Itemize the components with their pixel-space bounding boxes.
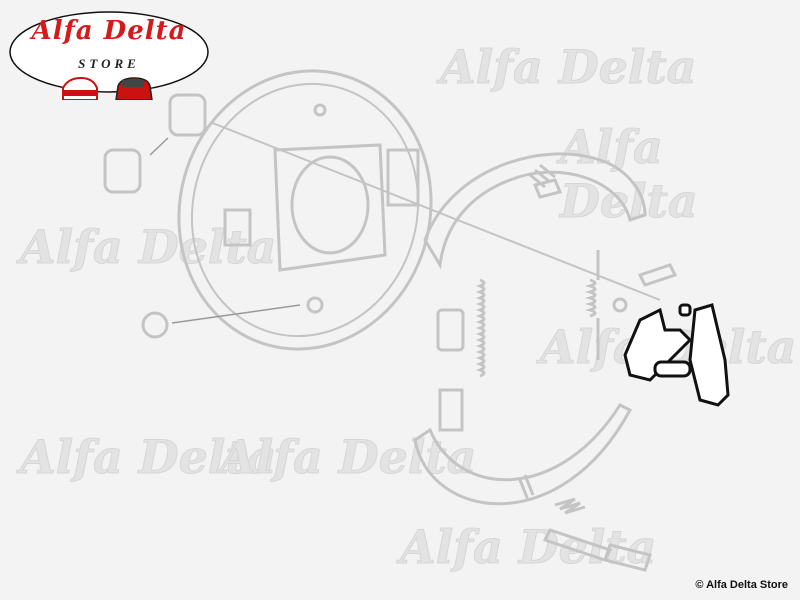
spring-clip [532,178,563,199]
logo-title: Alfa Delta [31,16,187,46]
nut [141,311,169,339]
adjuster-wheel [438,388,464,432]
lower-brake-shoe [413,403,633,506]
bushing [168,93,207,137]
spring [475,278,486,378]
watermark: Alfa Delta [560,120,699,229]
leader-arrows [149,137,301,324]
spring [554,497,586,515]
pin [542,528,652,572]
copyright-notice: © Alfa Delta Store [695,579,788,591]
clevis [637,263,678,287]
alfa-delta-store-logo[interactable]: Alfa Delta STORE [8,10,210,100]
watermark: Alfa Delta [439,40,697,95]
adjuster-cap [436,308,465,352]
car-icon [115,77,153,100]
car-icon [62,76,98,100]
highlighted-parking-brake-lever [623,303,730,407]
bushing [103,148,142,194]
upper-brake-shoe [423,152,647,270]
watermark: Alfa Delta [19,220,277,275]
logo-subtitle: STORE [78,56,140,71]
spring [584,278,597,318]
watermark: Alfa Delta [19,430,277,485]
logo-emblem [9,11,209,100]
